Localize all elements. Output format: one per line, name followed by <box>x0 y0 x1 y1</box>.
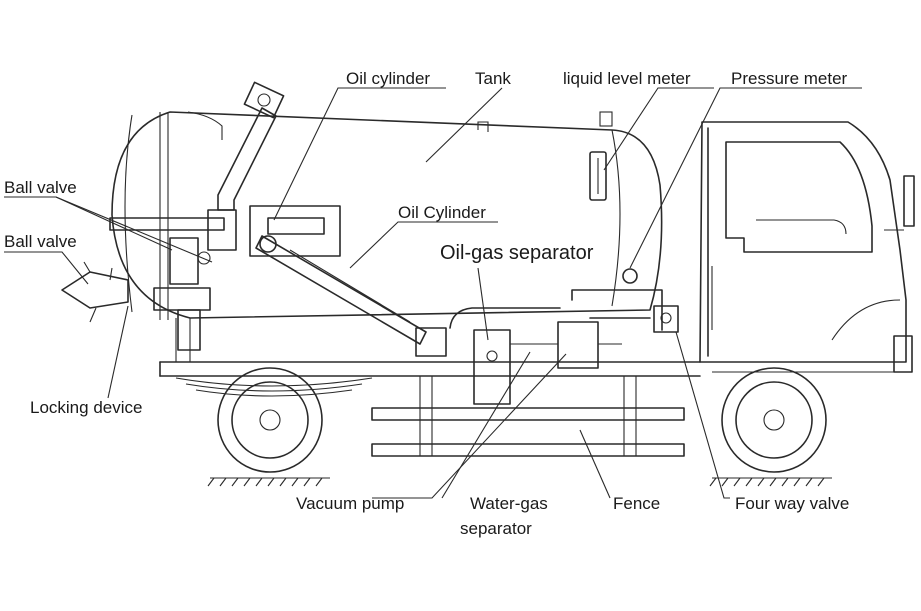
liquid-level-gauge <box>589 151 607 201</box>
oil-cylinder-lower <box>255 235 427 345</box>
label-fence: Fence <box>613 494 660 513</box>
suction-pipe <box>207 81 285 251</box>
ground-line <box>207 477 832 487</box>
label-vacuum-pump: Vacuum pump <box>296 494 404 513</box>
rear-wheel <box>217 367 323 473</box>
label-locking-device: Locking device <box>30 398 142 417</box>
oil-cylinder-upper <box>249 205 341 257</box>
label-ball-valve-lower: Ball valve <box>4 232 77 251</box>
water-gas-separator-box <box>510 321 622 369</box>
label-liquid-level-meter: liquid level meter <box>563 69 691 88</box>
label-pressure-meter: Pressure meter <box>731 69 848 88</box>
four-way-valve-block <box>653 305 679 333</box>
piping <box>415 289 663 357</box>
pressure-gauge <box>622 268 638 284</box>
leaf-spring <box>175 377 373 397</box>
label-water-gas-line2: separator <box>460 519 532 538</box>
tank-body <box>111 111 663 320</box>
label-oil-cylinder-mid: Oil Cylinder <box>398 203 486 222</box>
truck-cab <box>699 121 915 373</box>
label-four-way-valve: Four way valve <box>735 494 849 513</box>
rear-valve-assembly <box>61 217 225 351</box>
label-oil-gas-separator: Oil-gas separator <box>440 242 594 264</box>
leader-lines <box>4 87 862 499</box>
front-wheel <box>721 367 827 473</box>
chassis-frame <box>159 318 701 377</box>
label-oil-cylinder-top: Oil cylinder <box>346 69 430 88</box>
side-fence <box>371 376 685 457</box>
oil-gas-separator-box <box>473 329 511 405</box>
label-tank: Tank <box>475 69 511 88</box>
label-water-gas-line1: Water-gas <box>470 494 548 513</box>
label-ball-valve-upper: Ball valve <box>4 178 77 197</box>
callout-labels: Oil cylinder Tank liquid level meter Pre… <box>4 69 849 538</box>
